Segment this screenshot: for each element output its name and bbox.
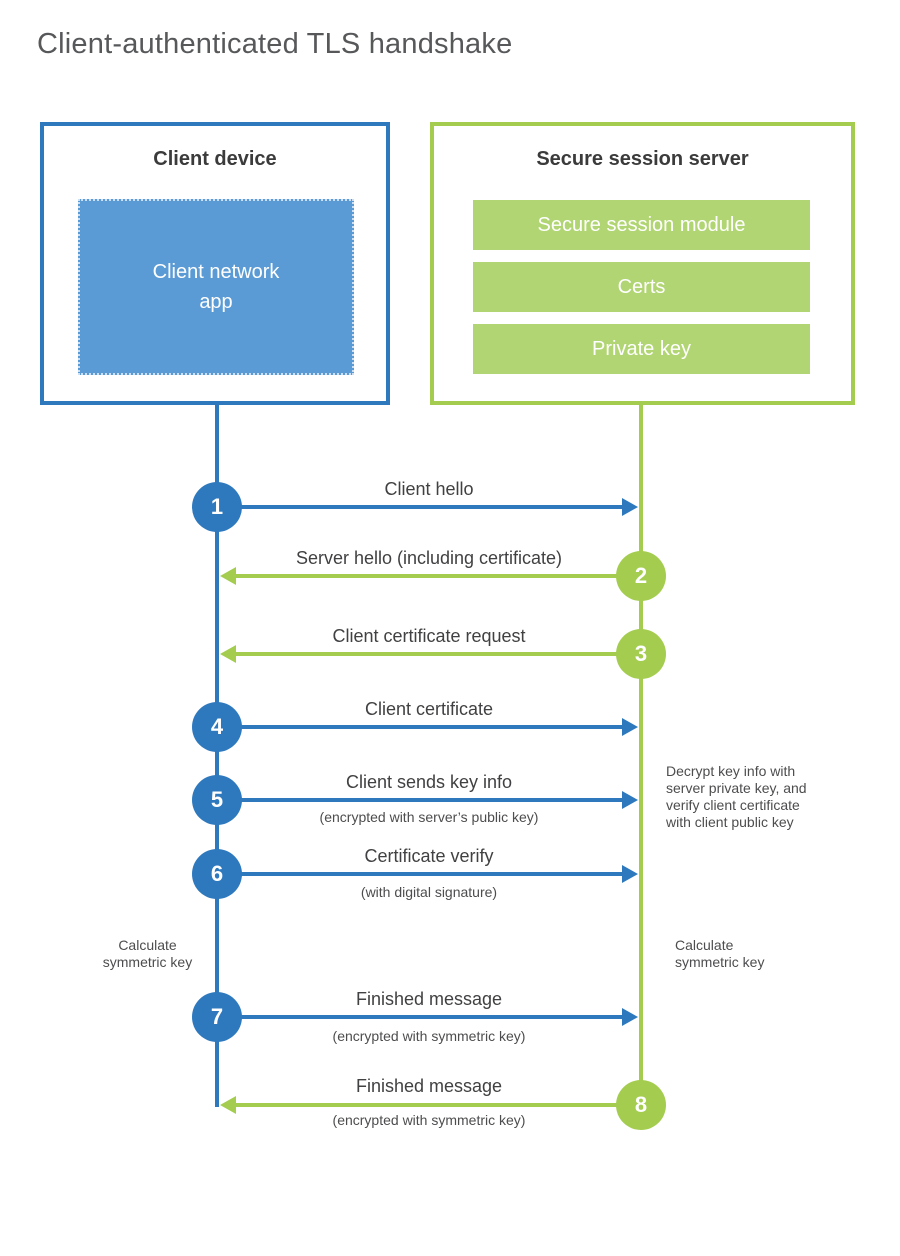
calculate-symmetric-key-client-note: Calculate symmetric key: [102, 937, 193, 970]
step-circle-6: 6: [192, 849, 242, 899]
message-sublabel: (with digital signature): [360, 884, 498, 900]
step-circle-4: 4: [192, 702, 242, 752]
decrypt-note: Decrypt key info with server private key…: [666, 763, 807, 830]
server-certs-bar: Certs: [473, 262, 810, 312]
secure-session-server-box: Secure session server Secure session mod…: [430, 122, 855, 405]
message-sublabel: (encrypted with server’s public key): [319, 809, 539, 825]
message-label: Client certificate request: [332, 626, 526, 646]
message-arrow-line: [234, 1103, 626, 1107]
step-circle-7: 7: [192, 992, 242, 1042]
message-arrow-line: [236, 505, 626, 509]
message-label: Client certificate: [364, 699, 494, 719]
message-arrow-line: [236, 725, 626, 729]
step-circle-1: 1: [192, 482, 242, 532]
message-arrow-line: [236, 798, 626, 802]
arrow-right-icon: [622, 1008, 638, 1026]
message-arrow-line: [236, 1015, 626, 1019]
server-module-bar: Secure session module: [473, 200, 810, 250]
step-circle-2: 2: [616, 551, 666, 601]
client-lifeline: [215, 405, 219, 1107]
message-label: Certificate verify: [364, 846, 494, 866]
message-sublabel: (encrypted with symmetric key): [332, 1028, 526, 1044]
arrow-left-icon: [220, 645, 236, 663]
arrow-right-icon: [622, 865, 638, 883]
secure-session-server-title: Secure session server: [536, 148, 749, 170]
step-circle-8: 8: [616, 1080, 666, 1130]
arrow-right-icon: [622, 498, 638, 516]
step-circle-3: 3: [616, 629, 666, 679]
calculate-symmetric-key-server-note: Calculate symmetric key: [675, 937, 765, 970]
message-arrow-line: [234, 652, 626, 656]
message-label: Client hello: [384, 479, 474, 499]
client-device-box: Client device Client network app: [40, 122, 390, 405]
message-label: Finished message: [355, 1076, 503, 1096]
page-title: Client-authenticated TLS handshake: [37, 28, 513, 60]
message-arrow-line: [236, 872, 626, 876]
arrow-left-icon: [220, 567, 236, 585]
step-circle-5: 5: [192, 775, 242, 825]
arrow-right-icon: [622, 718, 638, 736]
message-arrow-line: [234, 574, 626, 578]
message-label: Client sends key info: [345, 772, 513, 792]
server-private-key-bar: Private key: [473, 324, 810, 374]
message-label: Server hello (including certificate): [295, 548, 563, 568]
client-device-title: Client device: [153, 148, 277, 170]
message-sublabel: (encrypted with symmetric key): [332, 1112, 526, 1128]
arrow-right-icon: [622, 791, 638, 809]
client-network-app-box: Client network app: [78, 199, 354, 375]
arrow-left-icon: [220, 1096, 236, 1114]
server-lifeline: [639, 405, 643, 1129]
message-label: Finished message: [355, 989, 503, 1009]
